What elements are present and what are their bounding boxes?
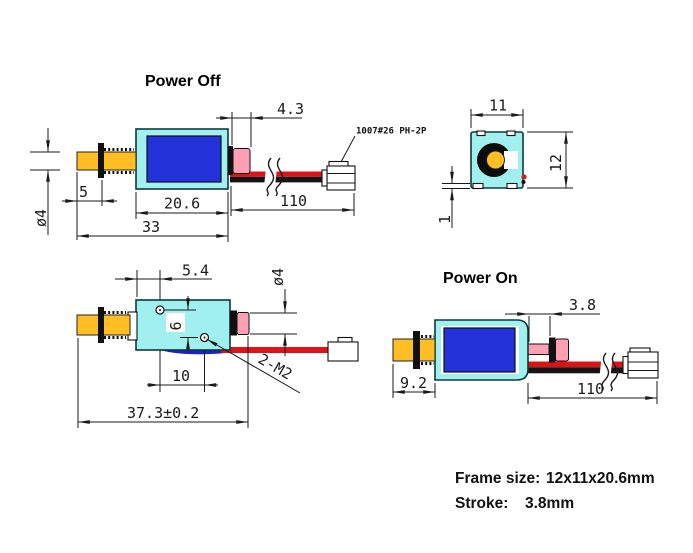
power-off-view: Power Off 1007#26 PH-2P bbox=[30, 73, 427, 242]
dim-text: 5 bbox=[79, 183, 88, 201]
dim-text: 12 bbox=[547, 154, 565, 172]
cap-flange bbox=[228, 146, 233, 175]
notch bbox=[506, 130, 516, 137]
red-wire bbox=[528, 361, 628, 368]
dim-text: 37.3±0.2 bbox=[127, 404, 199, 422]
plunger-flange bbox=[413, 331, 420, 369]
black-wire bbox=[528, 367, 628, 374]
plunger-flange bbox=[98, 143, 104, 178]
notch bbox=[472, 182, 484, 190]
notch bbox=[506, 182, 518, 190]
dimension-3-8: 3.8 bbox=[505, 296, 600, 342]
connector-housing bbox=[627, 351, 659, 379]
black-wire-dot bbox=[521, 180, 526, 184]
dimension-11: 11 bbox=[470, 97, 524, 128]
wire-break-squiggle bbox=[610, 352, 619, 392]
dim-text: 3.8 bbox=[569, 296, 596, 314]
dim-text: 6 bbox=[167, 321, 185, 330]
push-cap bbox=[236, 312, 250, 335]
push-cap bbox=[232, 148, 251, 174]
dim-text: 1 bbox=[436, 215, 454, 224]
dimension-5: 5 bbox=[62, 172, 117, 240]
end-view: 11 12 1 bbox=[436, 97, 573, 228]
dimension-12: 12 bbox=[527, 131, 573, 189]
hole-center bbox=[203, 336, 206, 339]
coil-body bbox=[443, 327, 516, 373]
spec-block: Frame size: 12x11x20.6mm Stroke: 3.8mm bbox=[455, 470, 655, 512]
power-on-title: Power On bbox=[443, 270, 518, 287]
red-wire bbox=[230, 171, 330, 177]
leader-line bbox=[206, 338, 301, 394]
connector-tab bbox=[622, 355, 629, 375]
dim-text: 9.2 bbox=[400, 374, 427, 392]
push-cap bbox=[555, 338, 569, 362]
red-wire bbox=[221, 347, 328, 353]
dimension-37-3: 37.3±0.2 bbox=[77, 336, 249, 428]
dimension-10: 10 bbox=[147, 367, 218, 387]
dimension-110-on: 110 bbox=[527, 380, 658, 404]
wire-break-squiggle bbox=[601, 352, 610, 392]
dim-text: ø4 bbox=[269, 268, 287, 286]
dimension-33: 33 bbox=[76, 218, 229, 238]
leader-line bbox=[340, 135, 356, 163]
notch bbox=[476, 130, 486, 137]
dimension-cap-dia4: ø4 bbox=[250, 268, 297, 356]
ring-opening bbox=[504, 151, 518, 169]
top-view: 5.4 6 10 ø4 2-M2 bbox=[76, 262, 359, 428]
connector-tab bbox=[321, 169, 328, 187]
cap-flange bbox=[230, 310, 237, 336]
power-on-view: Power On 3.8 bbox=[392, 270, 659, 404]
coil-body bbox=[146, 135, 222, 183]
black-wire bbox=[230, 176, 330, 183]
dimension-dia4: ø4 bbox=[30, 128, 60, 235]
dimension-9-2: 9.2 bbox=[392, 364, 436, 398]
wire-break-squiggle bbox=[266, 157, 275, 197]
label-box bbox=[166, 313, 185, 332]
stroke-label: Stroke: bbox=[455, 495, 508, 512]
plunger-end bbox=[486, 150, 505, 170]
dimension-4-3: 4.3 bbox=[216, 100, 304, 147]
wire-break-gap bbox=[263, 157, 278, 197]
stroke-value: 3.8mm bbox=[525, 495, 574, 512]
dimension-1: 1 bbox=[436, 166, 470, 228]
plunger-rod bbox=[76, 151, 137, 171]
connector-housing bbox=[327, 341, 359, 362]
dim-text: 5.4 bbox=[182, 262, 209, 280]
dim-text: 4.3 bbox=[277, 100, 304, 118]
frame-size-value: 12x11x20.6mm bbox=[546, 470, 655, 487]
plunger-flange bbox=[98, 307, 104, 343]
red-wire-dot bbox=[521, 174, 527, 180]
hole-center bbox=[158, 308, 162, 312]
dim-text: 10 bbox=[172, 367, 190, 385]
dim-text: 11 bbox=[489, 97, 507, 115]
push-shaft bbox=[527, 343, 550, 355]
dimension-110: 110 bbox=[230, 186, 355, 216]
connector-housing bbox=[326, 165, 356, 191]
dim-text: 110 bbox=[280, 192, 307, 210]
power-off-title: Power Off bbox=[145, 73, 221, 90]
wire-break-squiggle bbox=[275, 157, 284, 197]
dimension-20-6: 20.6 bbox=[135, 192, 229, 242]
dim-text: 33 bbox=[142, 218, 160, 236]
frame-size-label: Frame size: bbox=[455, 470, 540, 487]
dimension-5-4: 5.4 bbox=[115, 262, 212, 297]
dim-text: 20.6 bbox=[164, 195, 200, 213]
wire-spec-label: 1007#26 PH-2P bbox=[356, 127, 427, 137]
dim-text: ø4 bbox=[32, 209, 50, 227]
dim-text: 110 bbox=[577, 380, 604, 398]
dimension-6: 6 bbox=[164, 296, 198, 351]
wire-break-gap bbox=[598, 352, 613, 392]
cap-flange bbox=[549, 337, 556, 363]
